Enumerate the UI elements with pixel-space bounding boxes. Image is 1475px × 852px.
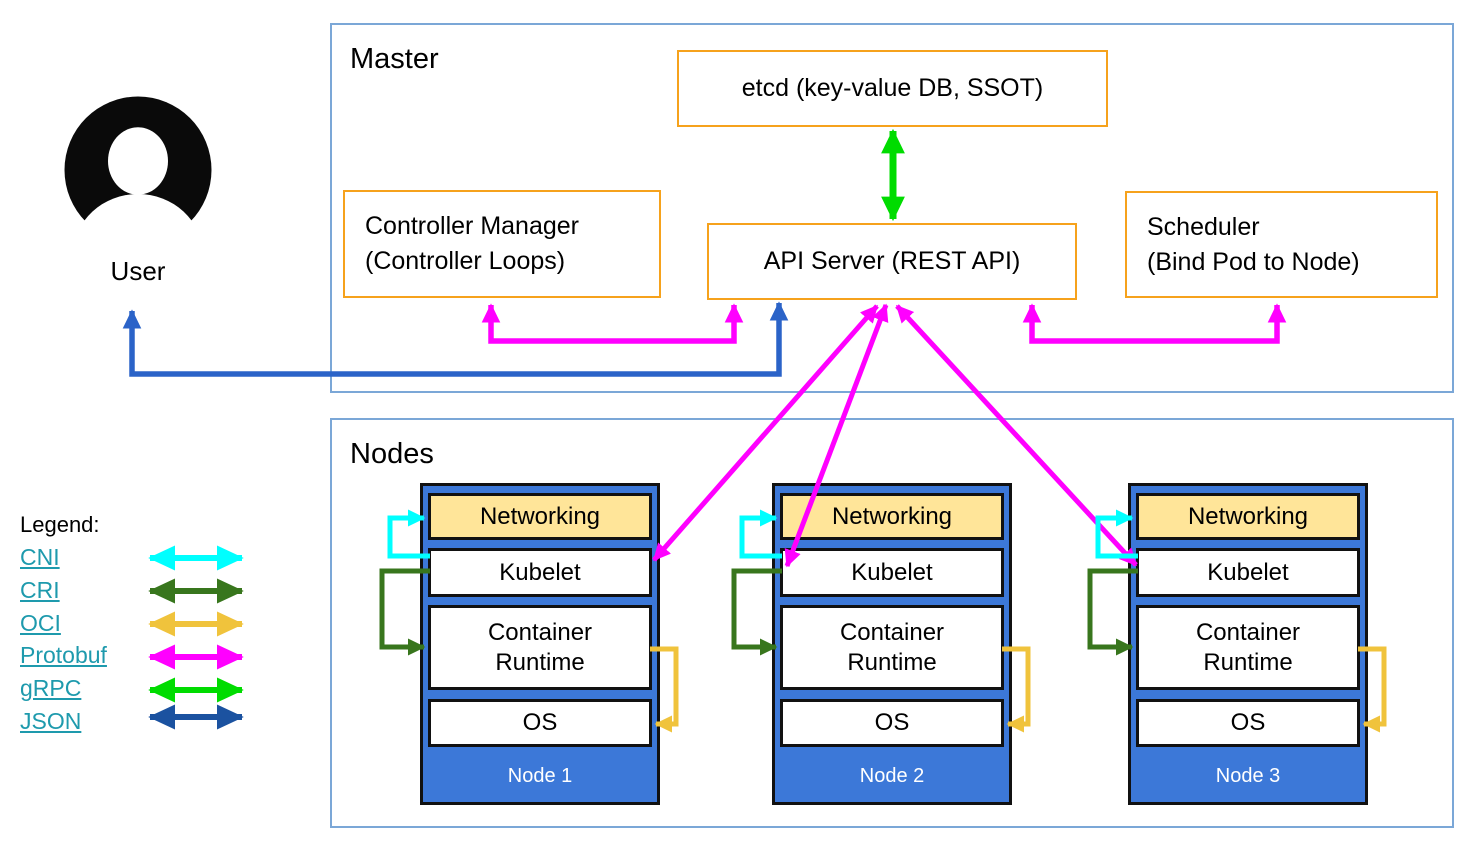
user-avatar-icon xyxy=(64,96,212,245)
node-2-label: Node 2 xyxy=(859,765,925,787)
node-1: Networking Kubelet Container Runtime OS … xyxy=(420,483,660,805)
node-3-label: Node 3 xyxy=(1215,765,1281,787)
scheduler-line2: (Bind Pod to Node) xyxy=(1147,247,1360,276)
node-1-label: Node 1 xyxy=(507,765,573,787)
node-3-container-runtime-layer: Container Runtime xyxy=(1136,605,1360,690)
controller-manager-line1: Controller Manager xyxy=(365,212,579,240)
node-1-networking-layer: Networking xyxy=(428,493,652,540)
node-3: Networking Kubelet Container Runtime OS … xyxy=(1128,483,1368,805)
legend-link-cri[interactable]: CRI xyxy=(20,576,60,603)
node-1-runtime-label: Container Runtime xyxy=(487,618,593,676)
node-1-os-layer: OS xyxy=(428,699,652,747)
legend-link-grpc[interactable]: gRPC xyxy=(20,675,82,702)
legend-link-protobuf[interactable]: Protobuf xyxy=(20,642,107,669)
nodes-title: Nodes xyxy=(350,438,434,470)
etcd-box: etcd (key-value DB, SSOT) xyxy=(677,50,1108,127)
controller-manager-box: Controller Manager (Controller Loops) xyxy=(343,190,661,298)
node-2-os-layer: OS xyxy=(780,699,1004,747)
node-2: Networking Kubelet Container Runtime OS … xyxy=(772,483,1012,805)
node-2-runtime-label: Container Runtime xyxy=(839,618,945,676)
controller-manager-line2: (Controller Loops) xyxy=(365,247,566,275)
node-3-networking-layer: Networking xyxy=(1136,493,1360,540)
legend-link-json[interactable]: JSON xyxy=(20,707,82,734)
nodes-section: Nodes xyxy=(330,418,1454,828)
api-server-box: API Server (REST API) xyxy=(707,223,1077,300)
legend: Legend: CNI CRI OCI Protobuf gRPC JSON xyxy=(20,508,107,738)
node-3-runtime-label: Container Runtime xyxy=(1195,618,1301,676)
node-2-kubelet-layer: Kubelet xyxy=(780,548,1004,597)
legend-link-cni[interactable]: CNI xyxy=(20,544,60,570)
legend-link-oci[interactable]: OCI xyxy=(20,609,61,636)
scheduler-line1: Scheduler xyxy=(1147,212,1260,241)
legend-title: Legend: xyxy=(20,512,100,537)
etcd-label: etcd (key-value DB, SSOT) xyxy=(741,74,1044,102)
node-3-os-layer: OS xyxy=(1136,699,1360,747)
master-title: Master xyxy=(350,43,439,75)
node-1-container-runtime-layer: Container Runtime xyxy=(428,605,652,690)
api-server-label: API Server (REST API) xyxy=(763,247,1021,275)
user-label: User xyxy=(110,256,166,286)
master-section: Master xyxy=(330,23,1454,393)
node-1-kubelet-layer: Kubelet xyxy=(428,548,652,597)
scheduler-box: Scheduler (Bind Pod to Node) xyxy=(1125,191,1438,298)
node-2-container-runtime-layer: Container Runtime xyxy=(780,605,1004,690)
node-3-kubelet-layer: Kubelet xyxy=(1136,548,1360,597)
node-2-networking-layer: Networking xyxy=(780,493,1004,540)
